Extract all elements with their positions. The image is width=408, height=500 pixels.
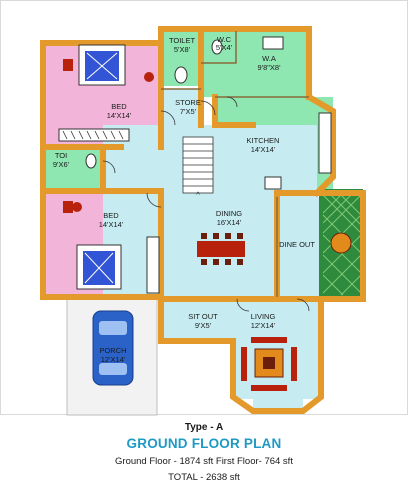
stair-arrow: ^ xyxy=(196,190,200,199)
plan-type-label: Type - A xyxy=(184,422,224,433)
wash-basin xyxy=(262,36,284,50)
wardrobe-1-hatch xyxy=(62,130,124,140)
total-area-text: TOTAL - 2638 sft xyxy=(168,472,240,483)
label-bed-1-name: BED xyxy=(111,102,127,111)
label-kitchen-name: KITCHEN xyxy=(247,136,280,145)
label-toilet-top-size: 5'X8' xyxy=(174,45,191,54)
label-porch-size: 12'X14' xyxy=(101,355,126,364)
label-store-size: 7'X5' xyxy=(180,107,197,116)
label-toi-name: TOI xyxy=(55,151,67,160)
label-dine-out-name: DINE OUT xyxy=(279,240,315,249)
label-toi-size: 9'X6' xyxy=(53,160,70,169)
store-room xyxy=(161,89,201,125)
dining-table-set xyxy=(197,233,245,265)
label-wc-name: W.C xyxy=(217,35,232,44)
label-bed-2-size: 14'X14' xyxy=(99,220,124,229)
car-icon xyxy=(92,310,134,386)
living-bay xyxy=(253,397,303,409)
label-store-name: STORE xyxy=(175,98,201,107)
kitchen-counter xyxy=(318,112,332,174)
label-sit-out-name: SIT OUT xyxy=(188,312,218,321)
toi-room xyxy=(43,147,103,191)
floor-plan-panel: TOILET 5'X8' W.C 5'X4' W.A 9'8"X8' BED 1… xyxy=(0,0,408,416)
kitchen-stove xyxy=(264,176,282,190)
label-wa-name: W.A xyxy=(262,54,276,63)
wardrobe-2 xyxy=(146,236,160,294)
bed-1-furniture xyxy=(63,44,154,86)
label-bed-1-size: 14'X14' xyxy=(107,111,132,120)
label-kitchen-size: 14'X14' xyxy=(251,145,276,154)
label-living-name: LIVING xyxy=(251,312,276,321)
toi-fixture xyxy=(85,153,97,169)
plan-title: GROUND FLOOR PLAN xyxy=(126,436,282,451)
label-toilet-top-name: TOILET xyxy=(169,36,196,45)
staircase xyxy=(182,136,214,194)
door-swings xyxy=(102,96,310,312)
wardrobe-1 xyxy=(58,128,130,142)
floor-plan-drawing: TOILET 5'X8' W.C 5'X4' W.A 9'8"X8' BED 1… xyxy=(40,26,366,416)
wc-fixture xyxy=(211,39,223,55)
walls xyxy=(40,26,366,414)
label-wc-size: 5'X4' xyxy=(216,43,233,52)
toilet-fixture xyxy=(174,66,188,84)
bed-2-furniture xyxy=(63,201,122,290)
dine-out-room xyxy=(277,197,321,299)
living-furniture xyxy=(241,337,297,391)
label-wa-size: 9'8"X8' xyxy=(257,63,281,72)
label-sit-out-size: 9'X5' xyxy=(195,321,212,330)
label-living-size: 12'X14' xyxy=(251,321,276,330)
label-dining-name: DINING xyxy=(216,209,242,218)
label-bed-2-name: BED xyxy=(103,211,119,220)
sit-out-room xyxy=(161,299,233,341)
floor-areas-text: Ground Floor - 1874 sft First Floor- 764… xyxy=(115,456,293,467)
dine-out-table xyxy=(330,232,352,254)
inner-walls xyxy=(161,31,309,297)
label-porch-name: PORCH xyxy=(99,346,126,355)
label-dining-size: 16'X14' xyxy=(217,218,242,227)
